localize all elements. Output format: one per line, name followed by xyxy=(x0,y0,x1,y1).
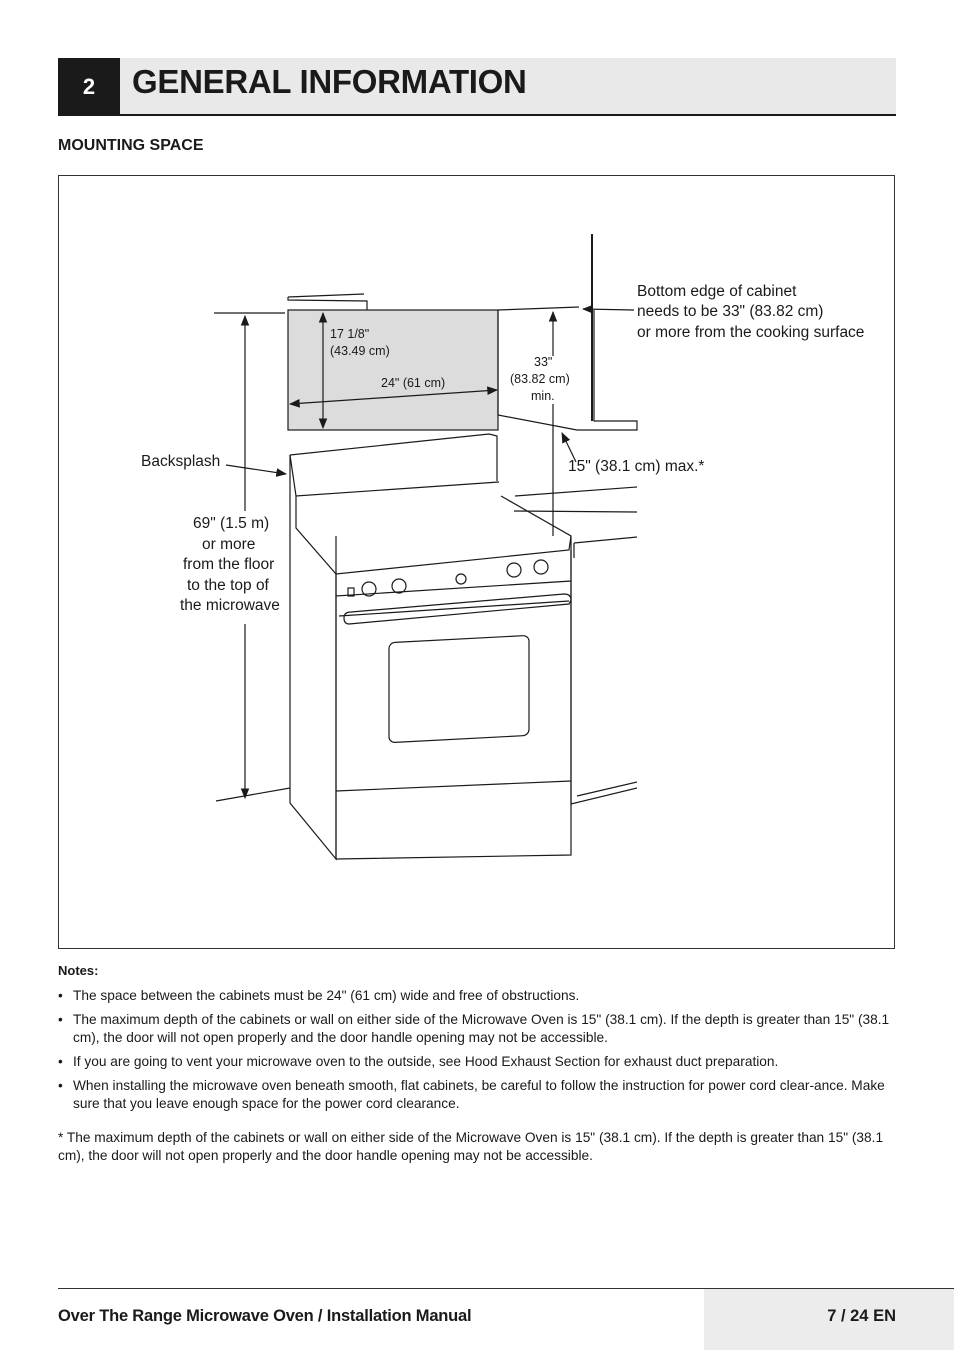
bottom-edge-label-line2: needs to be 33" (83.82 cm) xyxy=(637,303,824,320)
footer-page-box xyxy=(704,1289,954,1350)
height-label-metric: (43.49 cm) xyxy=(330,344,390,358)
floor-label-line4: to the top of xyxy=(187,577,269,594)
list-item: When installing the microwave oven benea… xyxy=(58,1077,898,1113)
list-item: The maximum depth of the cabinets or wal… xyxy=(58,1011,898,1047)
section-header: 2 GENERAL INFORMATION xyxy=(58,58,896,116)
list-item: If you are going to vent your microwave … xyxy=(58,1053,898,1071)
min-label-line2: (83.82 cm) xyxy=(510,372,570,386)
mounting-space-figure: Bottom edge of cabinet needs to be 33" (… xyxy=(58,175,895,949)
section-number: 2 xyxy=(58,58,120,116)
notes-title: Notes: xyxy=(58,963,99,978)
floor-label-line5: the microwave xyxy=(180,597,280,614)
footnote: * The maximum depth of the cabinets or w… xyxy=(58,1130,884,1163)
height-label: 17 1/8" xyxy=(330,327,370,341)
footer-title: Over The Range Microwave Oven / Installa… xyxy=(58,1307,472,1325)
min-label-line3: min. xyxy=(531,389,555,403)
page-number: 7 / 24 EN xyxy=(827,1307,896,1325)
list-item: The space between the cabinets must be 2… xyxy=(58,987,898,1005)
depth-label: 15" (38.1 cm) max.* xyxy=(568,458,705,475)
width-label: 24" (61 cm) xyxy=(381,376,446,390)
floor-label-line3: from the floor xyxy=(183,556,275,573)
page-title: GENERAL INFORMATION xyxy=(132,63,527,100)
section-subtitle: MOUNTING SPACE xyxy=(58,137,204,154)
min-label-line1: 33" xyxy=(534,355,553,369)
notes-list: The space between the cabinets must be 2… xyxy=(58,987,898,1119)
backsplash-label: Backsplash xyxy=(141,453,221,470)
range-installation-diagram xyxy=(214,234,638,861)
floor-label-line2: or more xyxy=(202,536,256,553)
floor-label-line1: 69" (1.5 m) xyxy=(193,515,270,532)
footer-divider xyxy=(58,1288,954,1289)
bottom-edge-label-line1: Bottom edge of cabinet xyxy=(637,283,797,300)
bottom-edge-label-line3: or more from the cooking surface xyxy=(637,324,865,341)
